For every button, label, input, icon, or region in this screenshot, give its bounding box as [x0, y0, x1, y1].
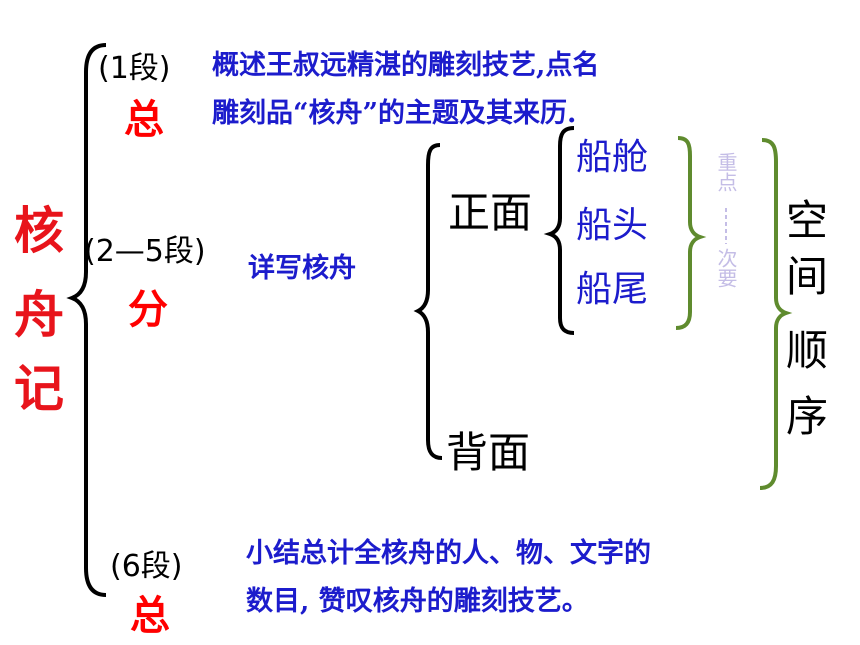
parts-brace — [543, 126, 575, 335]
section-1-desc-line-2: 雕刻品“核舟”的主题及其来历. — [212, 98, 577, 129]
title-char-3: 记 — [14, 359, 64, 418]
importance-minor: 次要 — [714, 248, 738, 288]
order-char-4: 序 — [786, 392, 829, 441]
title-char-2: 舟 — [14, 285, 64, 344]
order-brace — [759, 138, 793, 490]
part-cabin: 船舱 — [576, 137, 649, 178]
front-back-brace — [413, 143, 443, 460]
section-1-desc-line-1: 概述王叔远精湛的雕刻技艺,点名 — [212, 50, 600, 81]
importance-key: 重点 — [714, 152, 738, 192]
section-3-summary: 总 — [130, 593, 170, 639]
section-3-desc-line-2: 数目, 赞叹核舟的雕刻技艺。 — [246, 586, 589, 617]
importance-brace — [675, 136, 707, 330]
order-char-1: 空 — [786, 196, 829, 245]
main-brace — [66, 43, 107, 597]
section-1-label: (1段) — [98, 51, 171, 86]
section-2-desc: 详写核舟 — [248, 253, 356, 284]
section-1-summary: 总 — [124, 97, 164, 143]
back-label: 背面 — [446, 428, 531, 477]
title-char-1: 核 — [14, 201, 64, 260]
section-2-summary: 分 — [128, 287, 168, 333]
section-3-label: (6段) — [110, 549, 183, 584]
part-stern: 船尾 — [576, 269, 649, 310]
section-3-desc-line-1: 小结总计全核舟的人、物、文字的 — [246, 538, 651, 569]
front-label: 正面 — [448, 188, 533, 237]
order-char-2: 间 — [786, 252, 829, 301]
part-bow: 船头 — [576, 205, 649, 246]
section-2-label: (2—5段) — [84, 234, 206, 269]
order-char-3: 顺 — [786, 326, 829, 375]
